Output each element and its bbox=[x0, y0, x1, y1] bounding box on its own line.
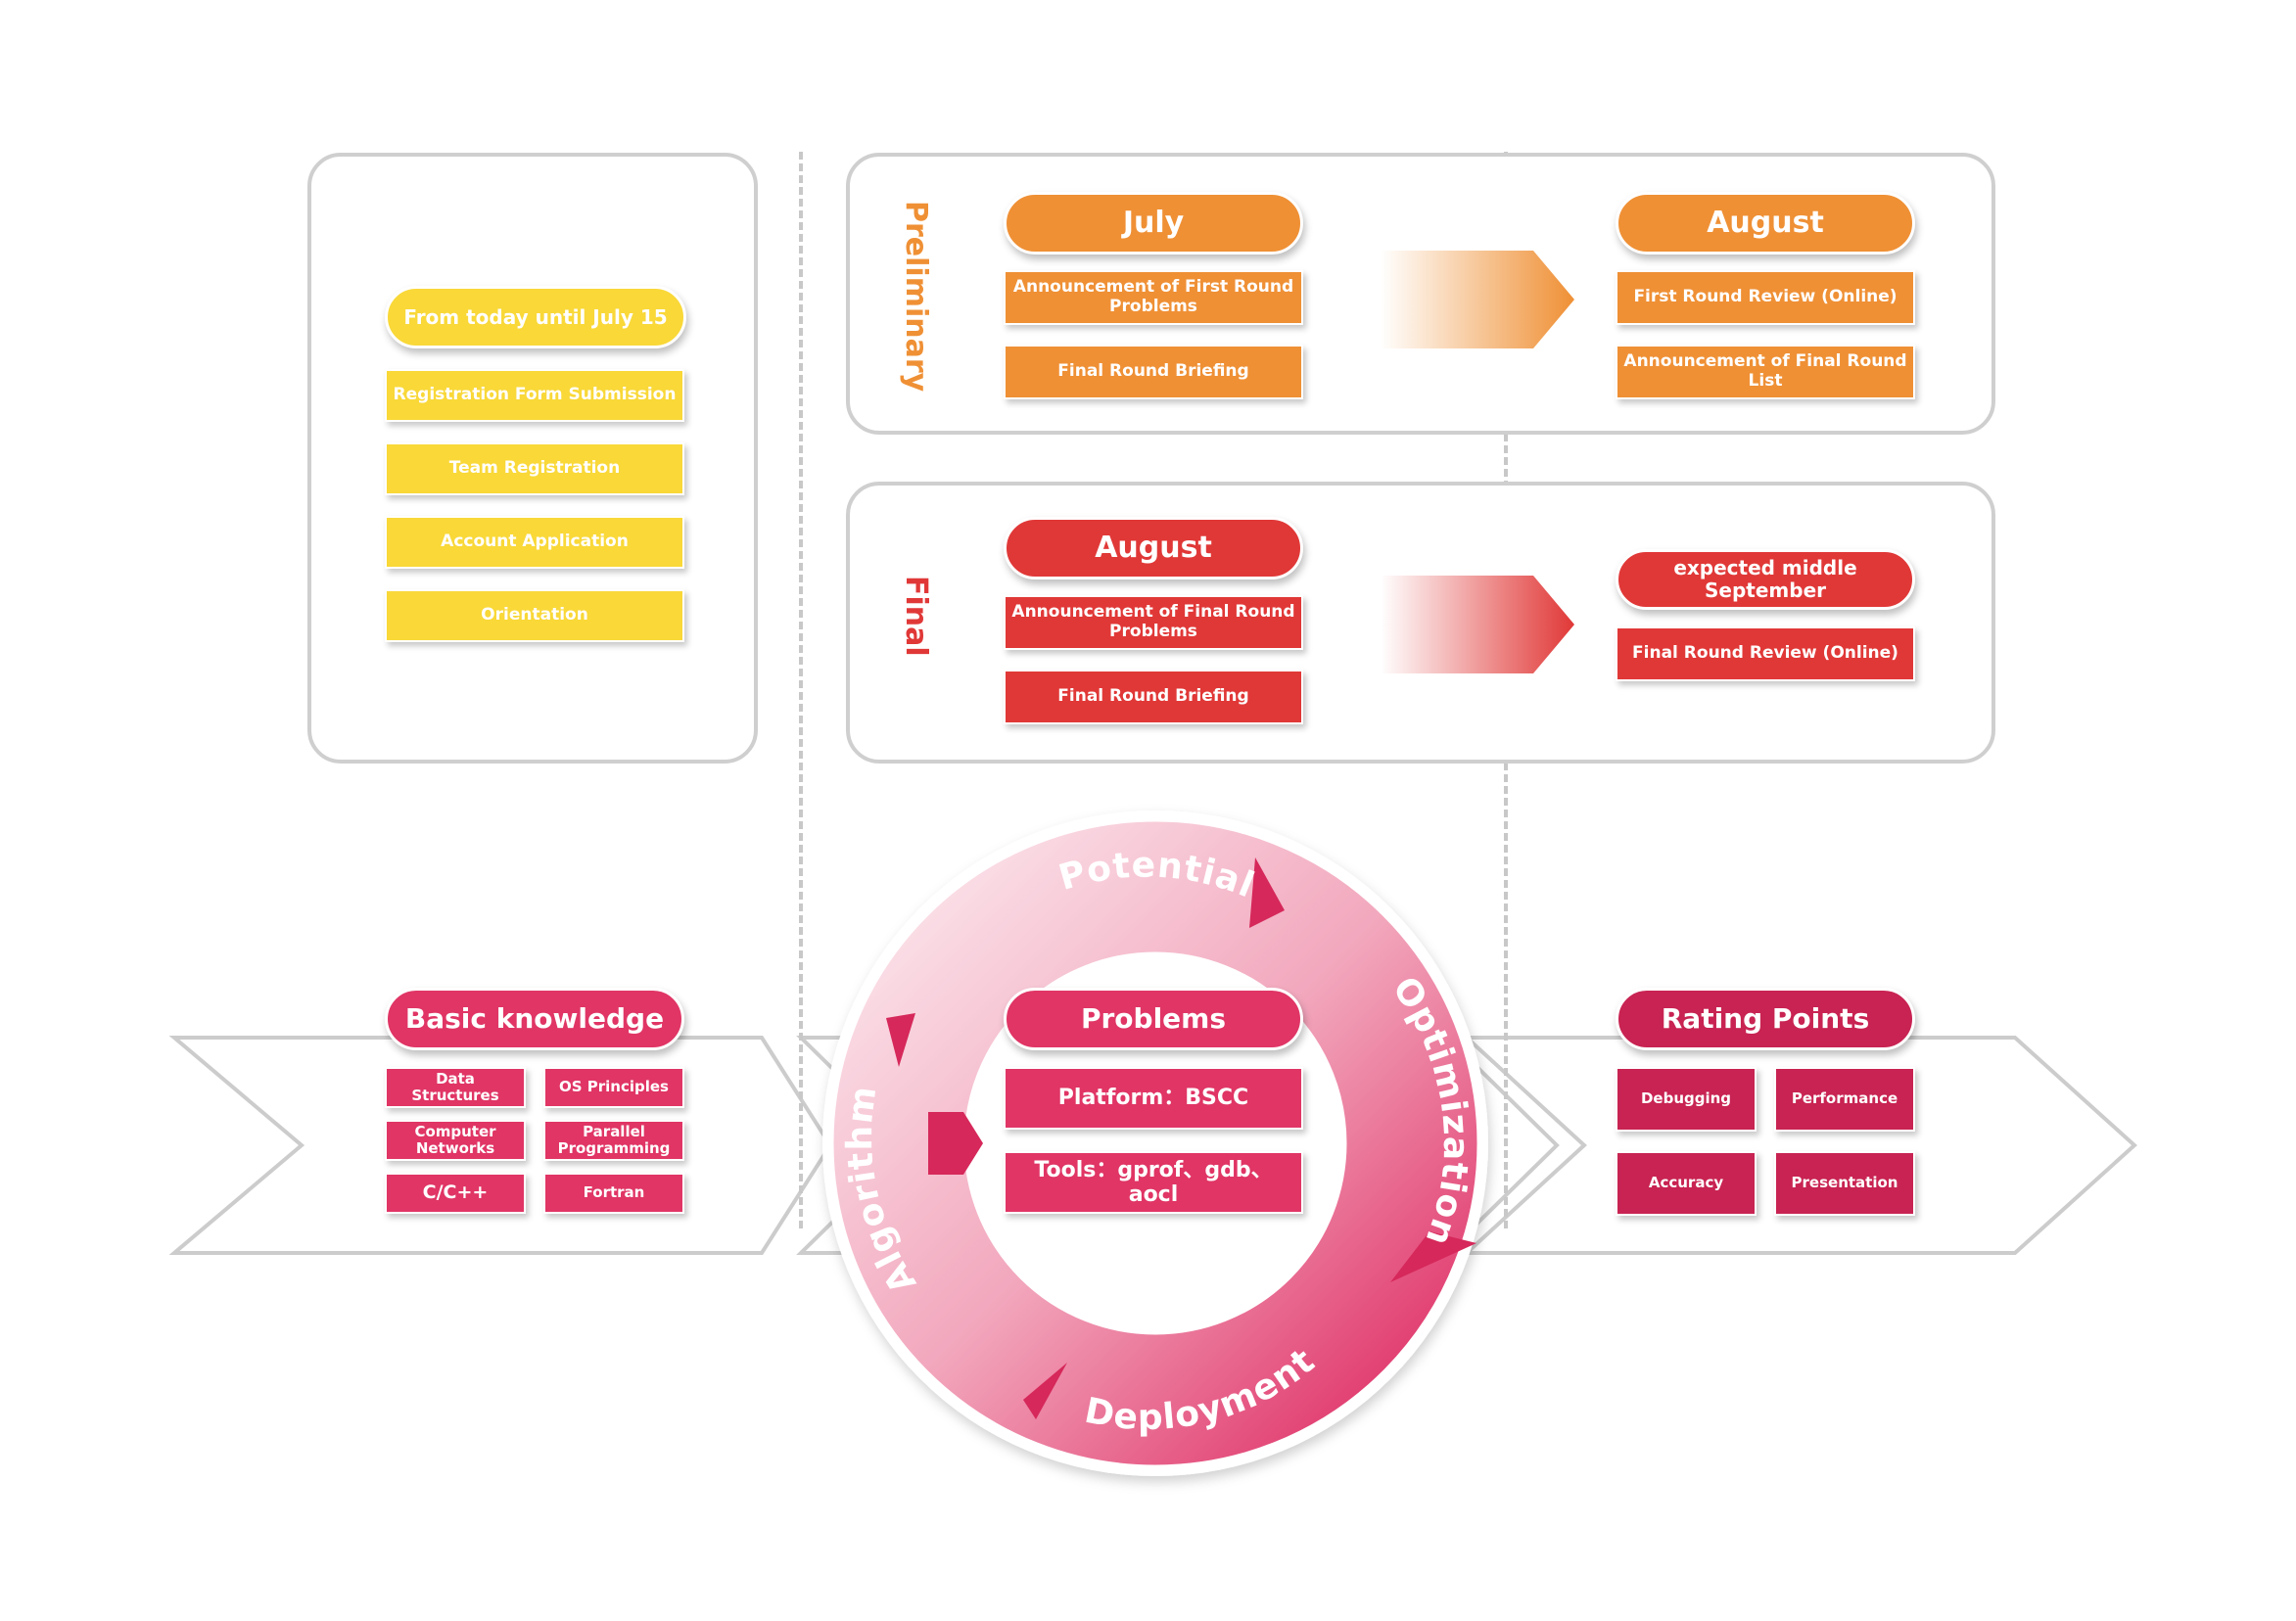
basic-item: Fortran bbox=[543, 1173, 684, 1214]
final-month-august: August bbox=[1004, 517, 1303, 579]
registration-item: Registration Form Submission bbox=[385, 369, 684, 422]
ring-inner-pointer bbox=[928, 1112, 983, 1175]
cycle-segment-potential: Potential bbox=[1054, 846, 1259, 906]
ring-arrowhead-right bbox=[1390, 1231, 1476, 1282]
final-month-september: expected middle September bbox=[1616, 549, 1915, 610]
basic-item: OS Principles bbox=[543, 1067, 684, 1108]
registration-item: Team Registration bbox=[385, 442, 684, 495]
cycle-segment-deployment: Deployment bbox=[1081, 1341, 1322, 1438]
final-item: Final Round Review (Online) bbox=[1616, 626, 1915, 681]
final-item: Announcement of Final Round Problems bbox=[1004, 595, 1303, 650]
cycle-segment-algorithm: Algorithm bbox=[840, 1084, 923, 1301]
basic-item: Data Structures bbox=[385, 1067, 526, 1108]
basic-knowledge-title: Basic knowledge bbox=[385, 988, 684, 1050]
registration-period: From today until July 15 bbox=[385, 286, 686, 348]
rating-item: Debugging bbox=[1616, 1067, 1757, 1132]
divider-1 bbox=[799, 152, 803, 1228]
basic-item: C/C++ bbox=[385, 1173, 526, 1214]
problems-tools: Tools：gprof、gdb、aocl bbox=[1004, 1151, 1303, 1214]
ring-arrowhead-left bbox=[886, 1013, 915, 1067]
preliminary-label: Preliminary bbox=[899, 201, 933, 393]
problems-title: Problems bbox=[1004, 988, 1303, 1050]
registration-item: Orientation bbox=[385, 589, 684, 642]
svg-text:Optimization: Optimization bbox=[1384, 970, 1476, 1251]
preliminary-item: First Round Review (Online) bbox=[1616, 270, 1915, 325]
rating-item: Accuracy bbox=[1616, 1151, 1757, 1216]
final-label: Final bbox=[899, 576, 933, 657]
preliminary-month-august: August bbox=[1616, 192, 1915, 255]
svg-text:Deployment: Deployment bbox=[1081, 1341, 1323, 1438]
problems-platform: Platform：BSCC bbox=[1004, 1067, 1303, 1130]
rating-item: Presentation bbox=[1774, 1151, 1915, 1216]
ring-arrowhead-top bbox=[1249, 857, 1285, 928]
preliminary-item: Final Round Briefing bbox=[1004, 345, 1303, 399]
preliminary-item: Announcement of Final Round List bbox=[1616, 345, 1915, 399]
preliminary-month-july: July bbox=[1004, 192, 1303, 255]
registration-item: Account Application bbox=[385, 516, 684, 569]
rating-item: Performance bbox=[1774, 1067, 1915, 1132]
rating-points-title: Rating Points bbox=[1616, 988, 1915, 1050]
svg-text:Potential: Potential bbox=[1054, 846, 1260, 906]
basic-item: Parallel Programming bbox=[543, 1120, 684, 1161]
cycle-segment-optimization: Optimization bbox=[1384, 970, 1475, 1251]
ring-arrowhead-bottom bbox=[1023, 1363, 1067, 1419]
svg-text:Algorithm: Algorithm bbox=[840, 1084, 924, 1301]
basic-item: Computer Networks bbox=[385, 1120, 526, 1161]
preliminary-item: Announcement of First Round Problems bbox=[1004, 270, 1303, 325]
final-item: Final Round Briefing bbox=[1004, 670, 1303, 724]
